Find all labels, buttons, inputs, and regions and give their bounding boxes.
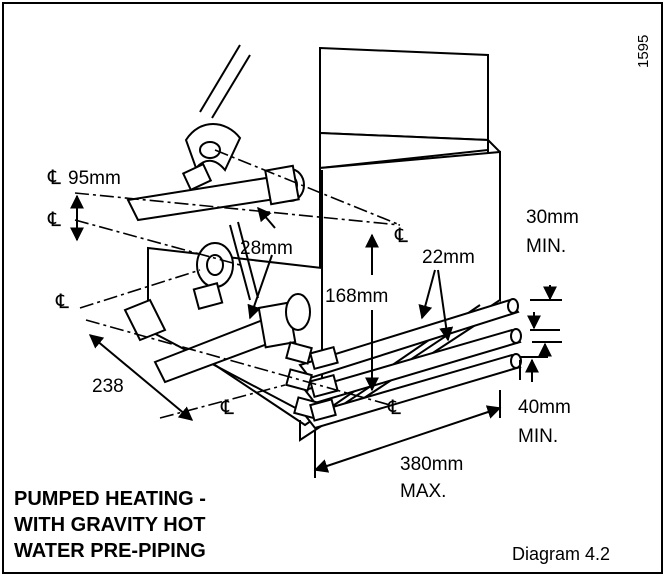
- centre-line-mark-1: ℄: [47, 167, 61, 189]
- dim-28mm: 28mm: [240, 238, 293, 259]
- dim-22mm: 22mm: [422, 247, 475, 268]
- drawing-code: 1595: [635, 35, 652, 68]
- dim-40mm: 40mm: [518, 397, 571, 418]
- centre-line-mark-3: ℄: [394, 225, 408, 247]
- dim-40mm-min: MIN.: [518, 426, 558, 447]
- dim-238: 238: [92, 376, 124, 397]
- centre-line-mark-2: ℄: [47, 209, 61, 231]
- upper-flow-pipe: [126, 164, 305, 222]
- diagram-frame: [2, 2, 663, 574]
- diagram-caption: Diagram 4.2: [512, 544, 611, 564]
- centre-line-mark-6: ℄: [387, 397, 401, 419]
- upper-elbow-fitting: [181, 44, 251, 192]
- dimension-lines: [70, 194, 562, 478]
- centre-line-mark-4: ℄: [55, 291, 69, 313]
- dim-380mm-max: MAX.: [400, 481, 446, 502]
- dim-95mm: 95mm: [68, 168, 121, 189]
- middle-fitting: [192, 221, 259, 310]
- title-line-1: PUMPED HEATING -: [14, 488, 206, 510]
- centre-line-mark-5: ℄: [220, 397, 234, 419]
- diagram-title: PUMPED HEATING - WITH GRAVITY HOT WATER …: [14, 486, 206, 564]
- dim-30mm: 30mm: [526, 207, 579, 228]
- title-line-3: WATER PRE-PIPING: [14, 540, 206, 562]
- dim-168mm: 168mm: [325, 286, 388, 307]
- title-line-2: WITH GRAVITY HOT: [14, 514, 206, 536]
- pipe-elbows: [285, 341, 339, 422]
- dim-380mm: 380mm: [400, 454, 463, 475]
- dim-30mm-min: MIN.: [526, 236, 566, 257]
